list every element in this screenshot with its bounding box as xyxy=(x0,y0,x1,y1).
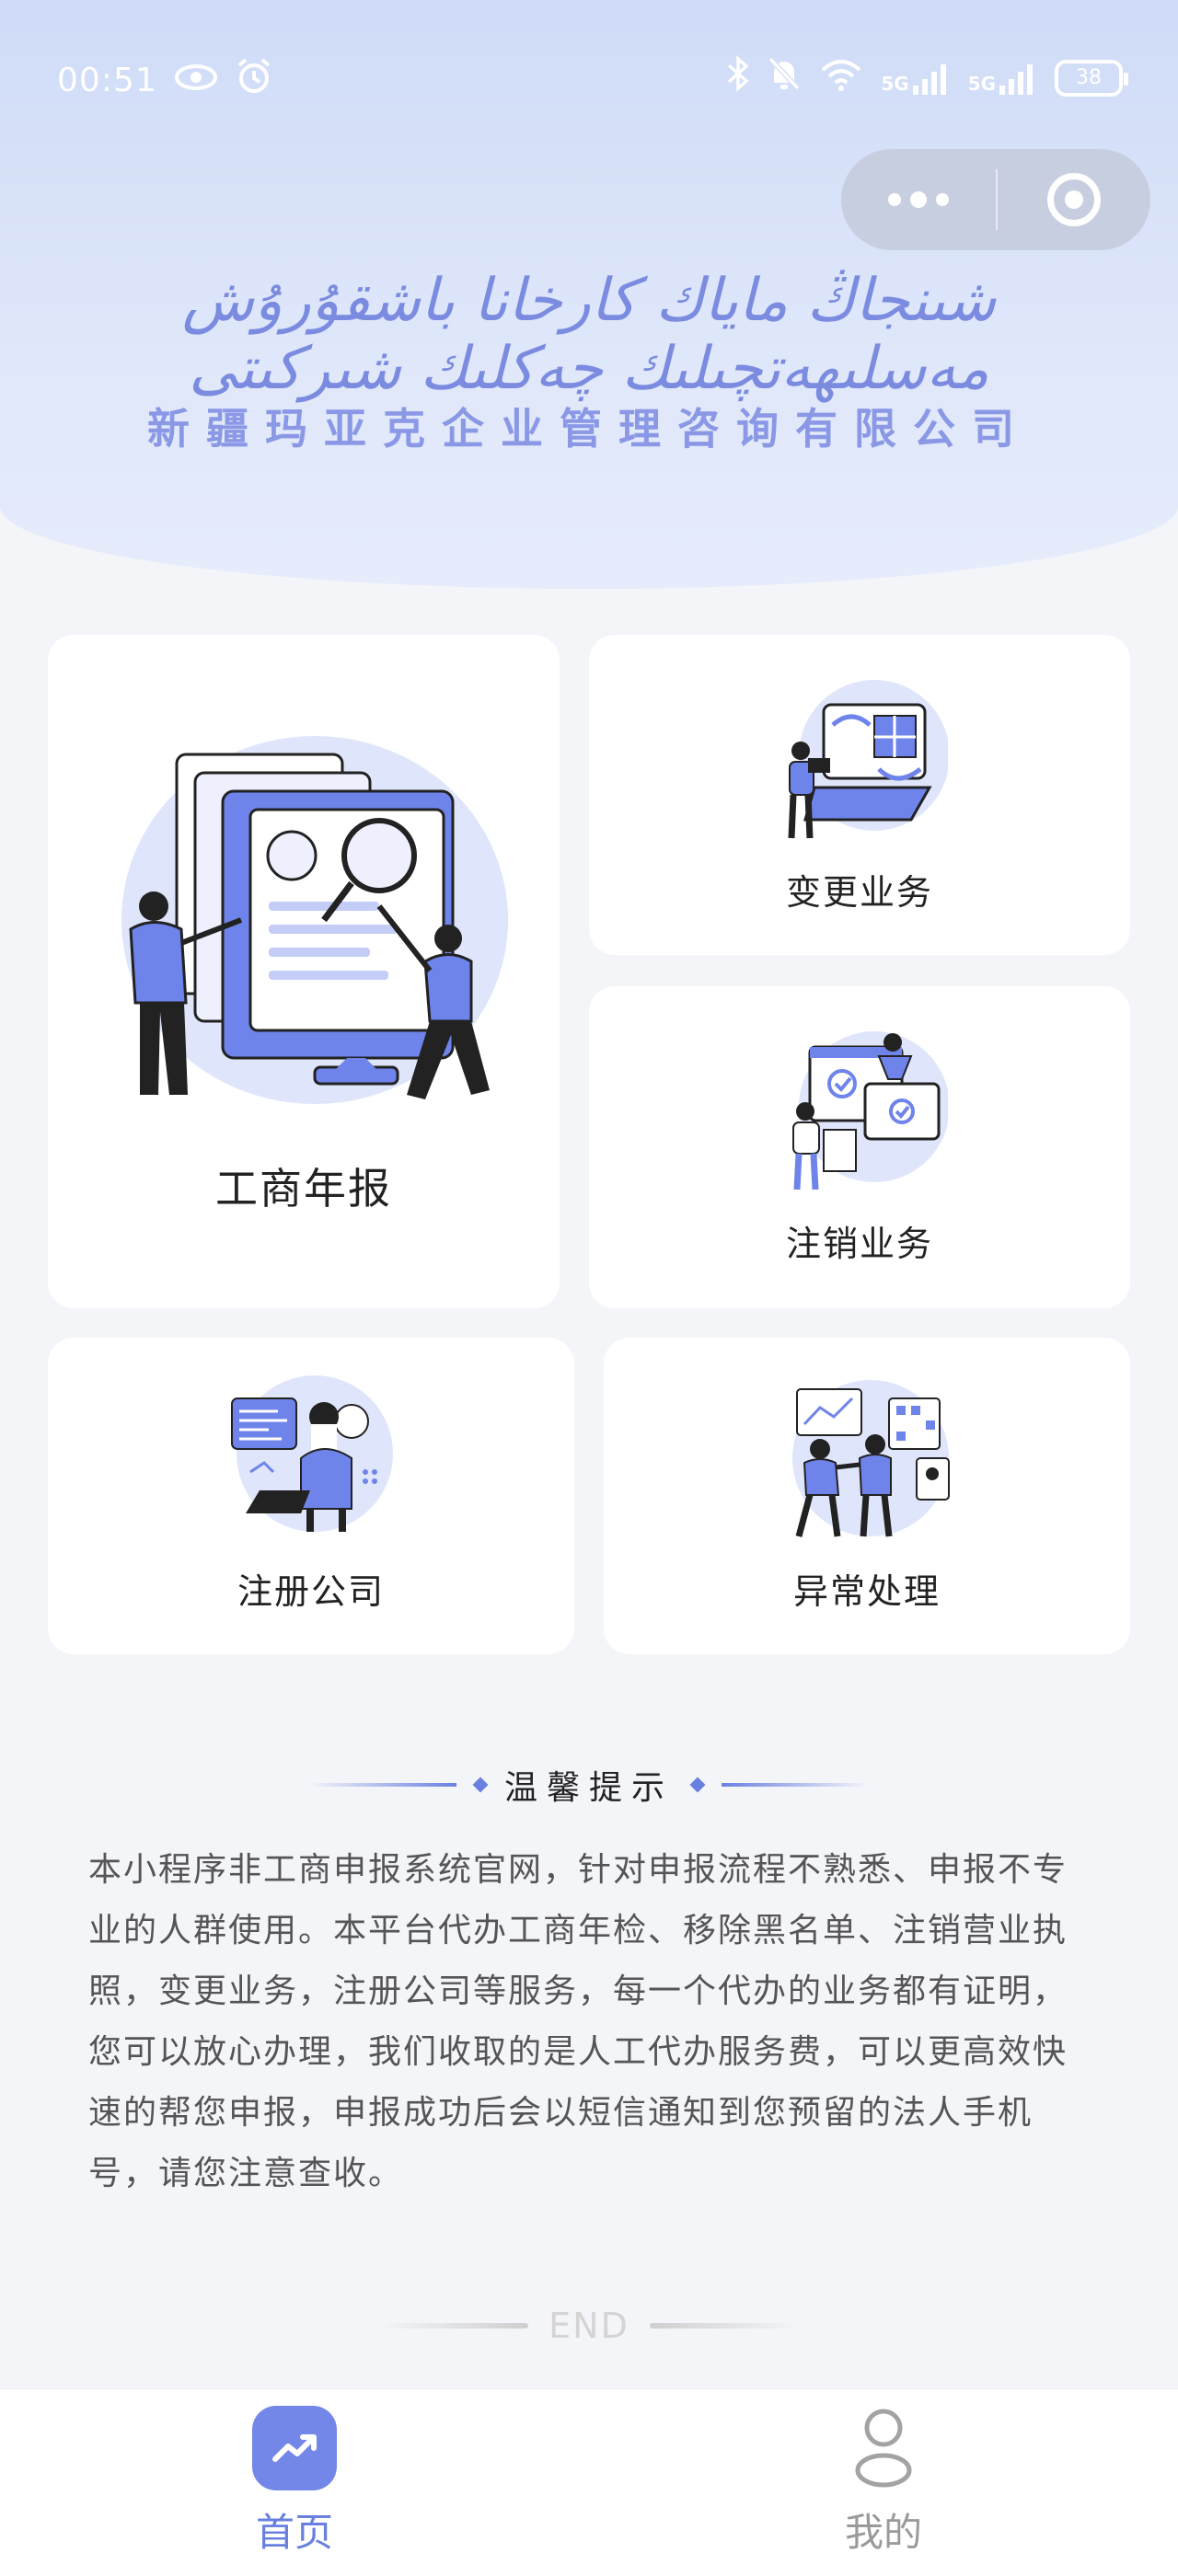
bluetooth-icon xyxy=(726,55,750,100)
annual-report-illustration-icon xyxy=(121,736,508,1104)
capsule-divider xyxy=(996,169,998,230)
tab-home[interactable]: 首页 xyxy=(0,2389,589,2576)
status-time: 00:51 xyxy=(57,62,157,99)
annual-report-card[interactable]: 工商年报 xyxy=(48,635,560,1308)
end-marker: END xyxy=(0,2306,1178,2346)
signal-icon-2: 5G xyxy=(968,62,1038,95)
tab-home-label: 首页 xyxy=(255,2510,333,2555)
more-button[interactable] xyxy=(841,149,996,250)
trend-chart-icon xyxy=(252,2406,337,2490)
status-bar: 00:51 5G 5G 38 xyxy=(0,0,1178,156)
tab-mine-label: 我的 xyxy=(844,2510,922,2555)
tips-title: 温馨提示 xyxy=(503,1769,674,1807)
eye-icon xyxy=(174,62,218,99)
company-name-uyghur: شىنجاڭ ماياك كارخانا باشقۇرۇش مەسلىھەتچى… xyxy=(181,267,997,403)
close-mini-program-button[interactable] xyxy=(998,149,1150,250)
register-company-label: 注册公司 xyxy=(237,1571,385,1612)
change-business-card[interactable]: 变更业务 xyxy=(589,635,1130,955)
cancel-business-label: 注销业务 xyxy=(785,1224,933,1264)
abnormal-handling-label: 异常处理 xyxy=(792,1571,941,1612)
alarm-icon xyxy=(235,57,273,104)
register-company-card[interactable]: 注册公司 xyxy=(48,1338,574,1654)
diamond-icon xyxy=(472,1777,489,1793)
register-company-illustration-icon xyxy=(231,1375,393,1532)
diamond-icon xyxy=(689,1777,706,1793)
tips-body: 本小程序非工商申报系统官网，针对申报流程不熟悉、申报不专业的人群使用。本平台代办… xyxy=(88,1851,1068,2192)
abnormal-handling-illustration-icon xyxy=(792,1380,950,1537)
mini-program-capsule xyxy=(841,149,1150,250)
user-icon xyxy=(855,2409,912,2488)
change-business-illustration-icon xyxy=(788,680,948,839)
more-dots-icon xyxy=(888,193,901,206)
target-icon xyxy=(1047,173,1101,226)
end-text: END xyxy=(549,2306,629,2346)
abnormal-handling-card[interactable]: 异常处理 xyxy=(604,1338,1130,1654)
bottom-tab-bar: 首页 我的 xyxy=(0,2388,1178,2576)
annual-report-label: 工商年报 xyxy=(215,1164,392,1213)
battery-icon: 38 xyxy=(1055,59,1128,97)
signal-icon: 5G xyxy=(881,62,951,95)
change-business-label: 变更业务 xyxy=(785,872,933,913)
tab-mine[interactable]: 我的 xyxy=(589,2389,1178,2576)
cancel-business-illustration-icon xyxy=(792,1031,948,1190)
wifi-icon xyxy=(818,55,864,100)
hero-banner xyxy=(0,0,1178,589)
mute-icon xyxy=(767,55,802,100)
cancel-business-card[interactable]: 注销业务 xyxy=(589,986,1130,1308)
company-name-cn: 新疆玛亚克企业管理咨询有限公司 xyxy=(147,404,1031,454)
tips-heading: 温馨提示 xyxy=(0,1761,1178,1809)
